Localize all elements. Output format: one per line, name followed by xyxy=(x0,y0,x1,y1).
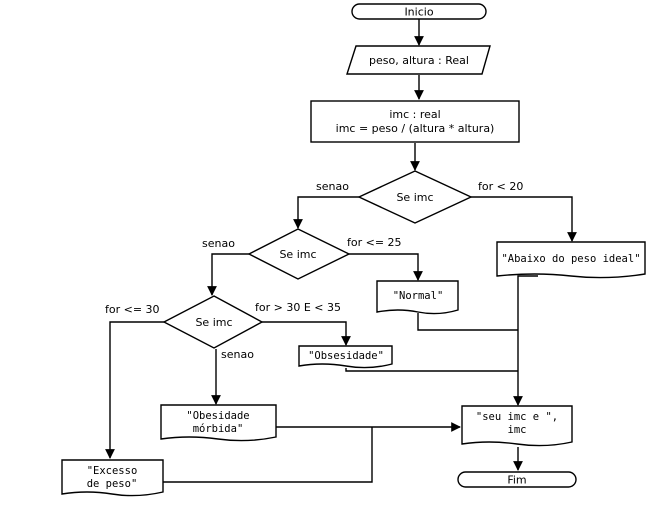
output-morbida-label-line1: "Obesidade xyxy=(186,410,249,422)
edge-label-d3-le30: for <= 30 xyxy=(105,303,160,316)
edge-decision2-no xyxy=(207,253,249,296)
process-label-line2: imc = peso / (altura * altura) xyxy=(336,122,495,135)
decision-1: Se imc xyxy=(357,170,473,224)
output-seu-imc: "seu imc e ", imc xyxy=(461,405,573,447)
edge-decision3-range xyxy=(262,321,351,346)
input-parallelogram: peso, altura : Real xyxy=(346,45,491,75)
edge-obesidade-merge xyxy=(345,368,518,372)
output-obesidade: "Obsesidade" xyxy=(298,345,393,369)
output-excesso-label-line2: de peso" xyxy=(87,478,138,490)
output-abaixo-label: "Abaixo do peso ideal" xyxy=(501,253,640,265)
edge-normal-merge xyxy=(417,313,518,331)
output-morbida-label-line2: mórbida" xyxy=(193,423,244,435)
process-label-line1: imc : real xyxy=(389,108,440,121)
output-normal: "Normal" xyxy=(376,280,459,315)
edges xyxy=(105,19,577,483)
start-terminal: Inicio xyxy=(351,3,487,20)
output-seu-imc-label-line1: "seu imc e ", xyxy=(476,411,558,423)
edge-label-d2-no: senao xyxy=(202,237,235,250)
edge-label-d1-no: senao xyxy=(316,180,349,193)
output-obesidade-label: "Obsesidade" xyxy=(308,350,384,362)
output-normal-label: "Normal" xyxy=(393,290,444,302)
decision-2-label: Se imc xyxy=(279,248,316,261)
output-abaixo-do-peso: "Abaixo do peso ideal" xyxy=(496,241,646,279)
end-terminal: Fim xyxy=(457,471,577,488)
decision-1-label: Se imc xyxy=(396,191,433,204)
edge-excesso-merge xyxy=(163,427,373,483)
edge-label-d1-yes: for < 20 xyxy=(478,180,523,193)
decision-3-label: Se imc xyxy=(195,316,232,329)
output-excesso-label-line1: "Excesso xyxy=(87,465,138,477)
output-obesidade-morbida: "Obesidade mórbida" xyxy=(160,404,277,442)
end-label: Fim xyxy=(507,474,526,487)
edge-labels: senao for < 20 senao for <= 25 for <= 30… xyxy=(105,180,523,361)
edge-abaixo-merge xyxy=(513,275,538,406)
edge-label-d3-no: senao xyxy=(221,348,254,361)
edge-label-d3-range: for > 30 E < 35 xyxy=(255,301,341,314)
decision-3: Se imc xyxy=(162,295,264,349)
input-label: peso, altura : Real xyxy=(369,54,469,67)
edge-label-d2-yes: for <= 25 xyxy=(347,236,402,249)
edge-decision3-le30 xyxy=(105,321,164,459)
edge-decision1-no xyxy=(293,196,359,229)
output-seu-imc-label-line2: imc xyxy=(508,424,527,436)
output-excesso-de-peso: "Excesso de peso" xyxy=(61,459,164,497)
process-box: imc : real imc = peso / (altura * altura… xyxy=(310,100,520,143)
edge-decision2-yes xyxy=(349,253,423,281)
edge-decision1-yes xyxy=(471,196,577,242)
decision-2: Se imc xyxy=(247,228,351,280)
start-label: Inicio xyxy=(404,6,433,19)
